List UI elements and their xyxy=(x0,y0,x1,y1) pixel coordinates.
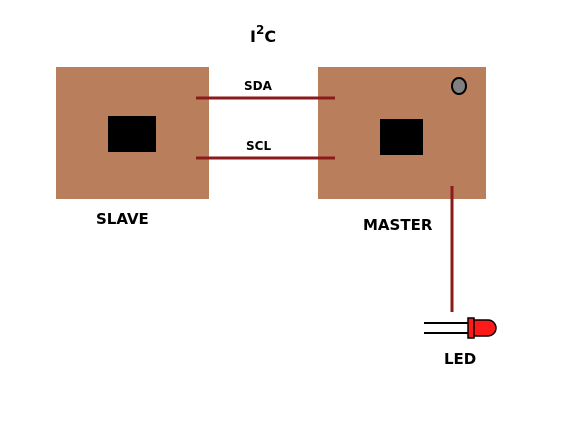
led-label: LED xyxy=(444,350,476,368)
diagram-title: I2C xyxy=(250,23,276,46)
led-dome xyxy=(473,319,497,337)
led-icon xyxy=(424,317,497,339)
master-chip xyxy=(380,119,423,155)
title-suffix: C xyxy=(264,27,276,46)
master-label: MASTER xyxy=(363,216,433,234)
title-superscript: 2 xyxy=(256,23,264,37)
sda-label: SDA xyxy=(244,79,273,93)
scl-bus: SCL xyxy=(196,139,335,160)
title-base: I xyxy=(250,27,256,46)
sda-bus: SDA xyxy=(196,79,335,100)
slave-chip xyxy=(108,116,156,152)
slave-label: SLAVE xyxy=(96,210,149,228)
master-board xyxy=(318,67,486,199)
slave-board xyxy=(56,67,209,199)
led-base xyxy=(467,317,475,339)
mount-hole-icon xyxy=(451,77,467,95)
scl-label: SCL xyxy=(246,139,271,153)
